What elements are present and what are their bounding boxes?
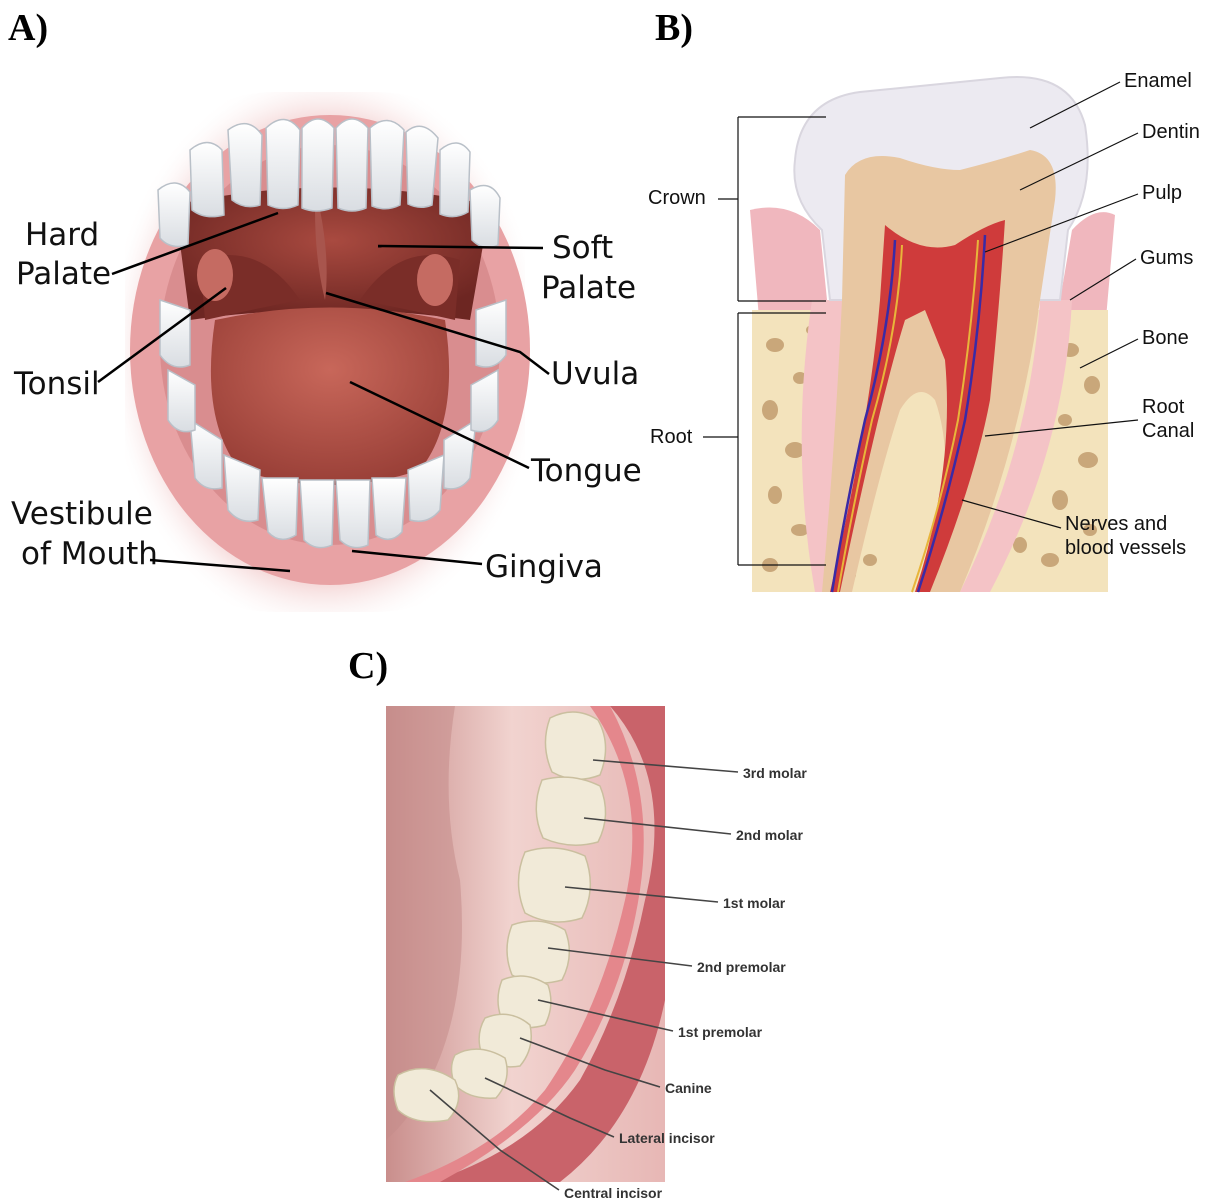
soft-palate-label-line1: Soft [552,230,613,266]
gums-label: Gums [1140,247,1193,269]
tonsil-label: Tonsil [13,366,100,402]
hard-palate-label-line2: Palate [16,256,111,292]
dentin-label: Dentin [1142,121,1200,143]
root-canal-label-line1: Root [1142,396,1185,418]
bone-label: Bone [1142,327,1189,349]
tooth-cross-section [750,77,1115,592]
second-premolar-label: 2nd premolar [697,959,786,975]
first-premolar-label: 1st premolar [678,1024,763,1040]
first-molar-label: 1st molar [723,895,786,911]
enamel-label: Enamel [1124,70,1192,92]
hard-palate-label-line1: Hard [25,217,99,253]
soft-palate-label-line2: Palate [541,270,636,306]
nerves-label-line1: Nerves and [1065,513,1167,535]
dental-arch-illustration [386,706,665,1182]
second-molar-label: 2nd molar [736,827,803,843]
vestibule-label-line1: Vestibule [11,496,153,532]
lateral-incisor-label: Lateral incisor [619,1130,715,1146]
canine-label: Canine [665,1080,712,1096]
tongue-label: Tongue [530,453,642,489]
uvula-label: Uvula [551,356,639,392]
third-molar-label: 3rd molar [743,765,807,781]
crown-label: Crown [648,187,706,209]
mouth-illustration [125,92,530,612]
root-label: Root [650,426,693,448]
pulp-label: Pulp [1142,182,1182,204]
nerves-label-line2: blood vessels [1065,537,1186,559]
root-canal-label-line2: Canal [1142,420,1194,442]
gingiva-label: Gingiva [485,549,603,585]
vestibule-label-line2: of Mouth [21,536,158,572]
central-incisor-label: Central incisor [564,1185,663,1201]
